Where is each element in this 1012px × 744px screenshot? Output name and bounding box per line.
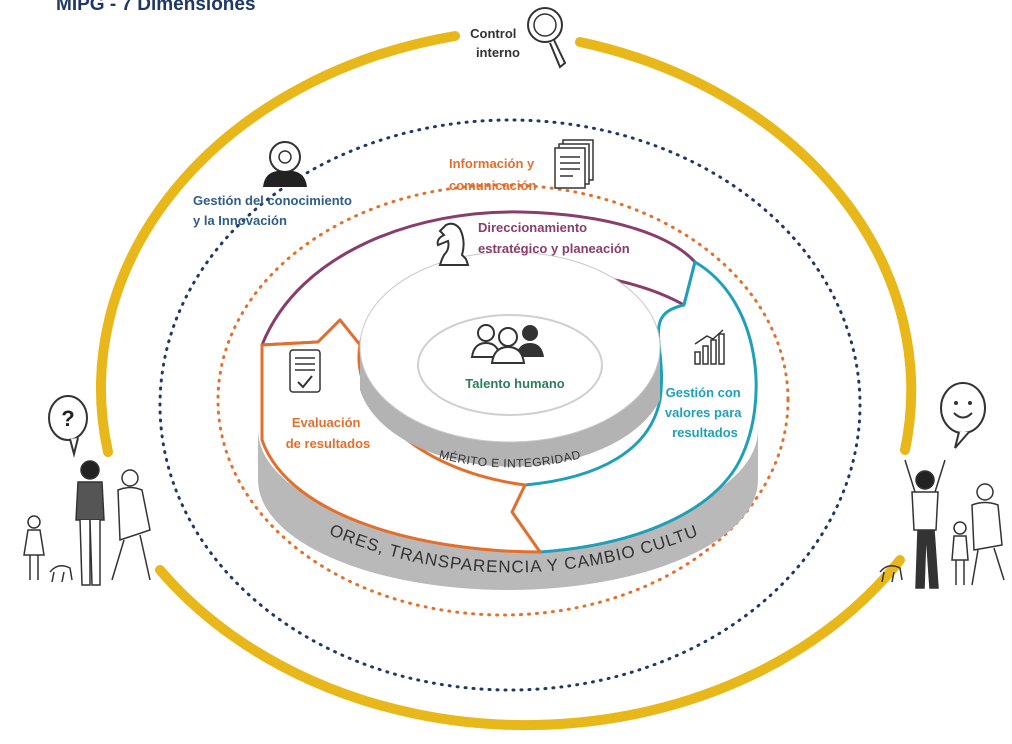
people-icon [470, 324, 544, 364]
informacion-label: Información y comunicación [449, 156, 538, 193]
inner-band [360, 345, 660, 467]
brain-person-icon [263, 141, 307, 187]
direccionamiento-label: Direccionamiento estratégico y planeació… [478, 220, 630, 256]
documents-icon [554, 139, 594, 189]
left-family-illustration [23, 460, 151, 586]
navy-dotted-ring [158, 118, 862, 692]
control-interno-label: Control interno [470, 26, 520, 60]
outer-yellow-ring-right [575, 37, 917, 455]
chess-knight-icon [436, 222, 470, 266]
question-bubble-icon: ? [48, 395, 88, 458]
outer-yellow-ring-bottom [155, 555, 905, 731]
right-family-illustration [879, 459, 1005, 589]
talento-label: Talento humano [465, 376, 564, 391]
gestion-conocimiento-label: Gestión del conocimiento y la Innovación [193, 193, 356, 228]
outer-band-fill [258, 430, 758, 590]
orange-dotted-ring [216, 183, 790, 617]
bar-chart-icon [694, 329, 725, 365]
talento-ellipse [417, 314, 603, 416]
checklist-icon [289, 349, 321, 393]
svg-text:?: ? [61, 406, 74, 431]
smiley-bubble-icon [940, 382, 986, 449]
outer-yellow-ring [96, 31, 460, 457]
evaluacion-label: Evaluación de resultados [286, 415, 371, 451]
page-title: MIPG - 7 Dimensiones [56, 0, 256, 15]
magnifier-icon [527, 7, 567, 69]
gestion-valores-arc [510, 260, 758, 554]
gestion-valores-label: Gestión con valores para resultados [665, 385, 745, 440]
